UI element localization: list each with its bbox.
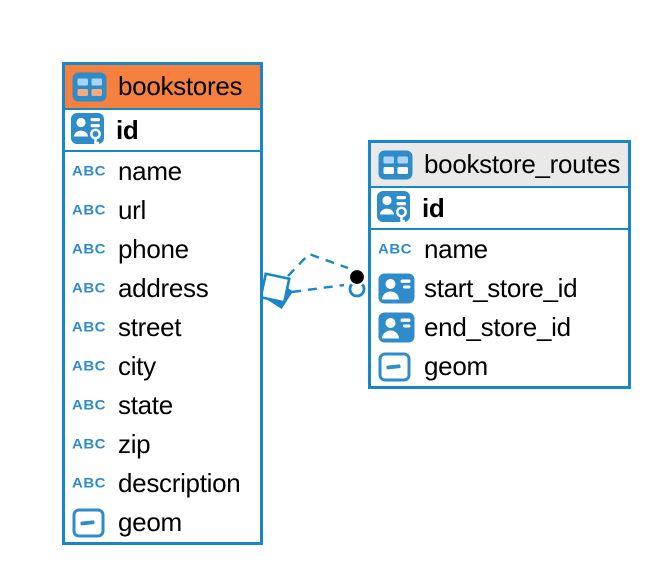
column-row-id[interactable]: id [65, 110, 260, 152]
relationship-diamond-marker[interactable] [259, 272, 294, 310]
table-title: bookstore_routes [424, 149, 621, 179]
geometry-type-icon [72, 508, 110, 538]
column-name: city [118, 351, 156, 381]
column-name: id [422, 192, 445, 223]
column-row[interactable]: end_store_id [371, 308, 628, 347]
text-type-icon: ABC [72, 475, 106, 492]
relationship-dot-marker[interactable] [347, 267, 367, 298]
column-name: start_store_id [424, 273, 578, 303]
text-type-icon: ABC [72, 319, 106, 336]
text-type-icon: ABC [378, 241, 412, 258]
table-bookstores[interactable]: bookstores id ABC [62, 62, 263, 545]
text-type-icon: ABC [72, 202, 106, 219]
text-type-icon: ABC [72, 163, 106, 180]
column-name: geom [424, 351, 488, 381]
text-type-icon: ABC [72, 397, 106, 414]
column-row[interactable]: ABC address [65, 269, 260, 308]
column-row[interactable]: ABC phone [65, 230, 260, 269]
column-row-id[interactable]: id [371, 188, 628, 230]
column-name: street [118, 312, 182, 342]
column-row[interactable]: ABC state [65, 386, 260, 425]
text-type-icon: ABC [72, 280, 106, 297]
foreign-key-icon [378, 312, 416, 343]
primary-key-icon [70, 111, 108, 149]
column-row[interactable]: geom [65, 503, 260, 542]
text-type-icon: ABC [72, 241, 106, 258]
column-row[interactable]: ABC street [65, 308, 260, 347]
geometry-type-icon [378, 352, 416, 382]
column-name: address [118, 273, 209, 303]
text-type-icon: ABC [72, 358, 106, 375]
foreign-key-icon [378, 273, 416, 304]
relationship-line-2[interactable] [291, 283, 345, 294]
column-name: end_store_id [424, 312, 571, 342]
column-row[interactable]: ABC name [371, 230, 628, 269]
table-bookstore-routes[interactable]: bookstore_routes id [368, 140, 631, 389]
column-name: geom [118, 507, 182, 537]
table-header[interactable]: bookstores [65, 65, 260, 110]
table-header[interactable]: bookstore_routes [371, 143, 628, 188]
column-row[interactable]: ABC description [65, 464, 260, 503]
column-name: description [118, 468, 241, 498]
text-type-icon: ABC [72, 436, 106, 453]
table-icon [72, 72, 110, 102]
column-name: url [118, 195, 146, 225]
column-name: state [118, 390, 173, 420]
column-name: id [116, 114, 139, 145]
column-name: zip [118, 429, 151, 459]
relationship-line-1[interactable] [287, 252, 349, 277]
column-row[interactable]: geom [371, 347, 628, 386]
column-name: name [118, 156, 182, 186]
table-icon [378, 150, 416, 180]
column-row[interactable]: ABC name [65, 152, 260, 191]
column-row[interactable]: ABC url [65, 191, 260, 230]
column-name: name [424, 234, 488, 264]
primary-key-icon [376, 189, 414, 227]
column-row[interactable]: ABC city [65, 347, 260, 386]
table-title: bookstores [118, 71, 243, 101]
column-name: phone [118, 234, 189, 264]
column-row[interactable]: ABC zip [65, 425, 260, 464]
column-row[interactable]: start_store_id [371, 269, 628, 308]
